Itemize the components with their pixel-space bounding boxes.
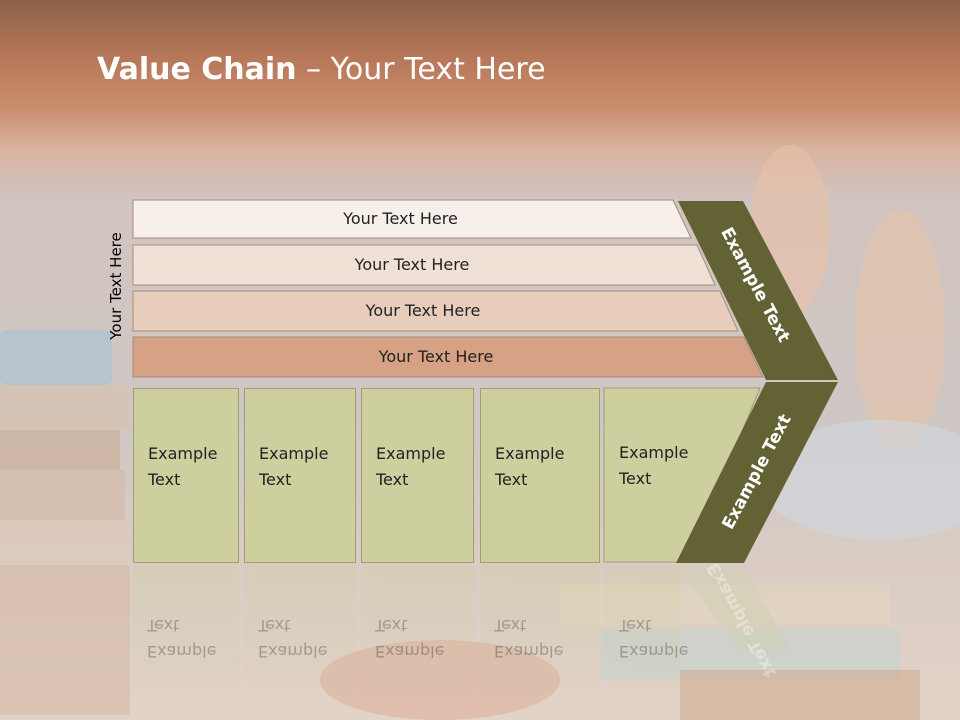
- chevron-bottom: [676, 382, 838, 563]
- box-3-line2: Text: [376, 470, 409, 489]
- box-1-line2: Text: [148, 470, 181, 489]
- bar-shape-1: [132, 199, 692, 239]
- box-5-line1: Example: [619, 443, 689, 462]
- box-3-line1: Example: [376, 444, 446, 463]
- box-1-line1: Example: [148, 444, 218, 463]
- box-2-reflection: Example Text: [244, 566, 356, 716]
- bar-4-label: Your Text Here: [378, 347, 494, 366]
- box-4-reflection-line1: Example: [494, 642, 564, 661]
- bar-3-label: Your Text Here: [365, 301, 481, 320]
- box-4-reflection: Example Text: [480, 566, 600, 716]
- box-1-reflection-line2: Text: [147, 616, 180, 635]
- bar-1: Your Text Here: [133, 200, 688, 237]
- bar-shape-2: [132, 244, 716, 286]
- box-5-reflection-line1: Example: [619, 642, 689, 661]
- box-1-reflection: Example Text: [133, 566, 239, 716]
- box-2-reflection-line1: Example: [258, 642, 328, 661]
- title-bold: Value Chain: [97, 52, 297, 87]
- box-3-reflection: Example Text: [361, 566, 474, 716]
- bar-2: Your Text Here: [133, 246, 711, 283]
- box-2-line2: Text: [259, 470, 292, 489]
- box-2-line1: Example: [259, 444, 329, 463]
- box-3-reflection-line2: Text: [375, 616, 408, 635]
- bar-shape-3: [132, 290, 739, 332]
- title-rest: – Your Text Here: [296, 52, 546, 87]
- box-2-reflection-line2: Text: [258, 616, 291, 635]
- chevron-reflection: [676, 566, 790, 650]
- slide-title: Value Chain – Your Text Here: [97, 52, 546, 87]
- chevron-top: [678, 201, 838, 380]
- bar-1-label: Your Text Here: [343, 209, 458, 228]
- bar-shape-4: [132, 336, 764, 378]
- box-5-reflection: Example Text: [605, 566, 689, 716]
- box-5-line2: Text: [619, 469, 652, 488]
- bar-3: Your Text Here: [133, 292, 733, 329]
- box-1-reflection-line1: Example: [147, 642, 217, 661]
- box-4-line1: Example: [495, 444, 565, 463]
- bar-2-label: Your Text Here: [354, 255, 470, 274]
- bar-4: Your Text Here: [133, 338, 759, 375]
- box-4-reflection-line2: Text: [494, 616, 527, 635]
- box-3-reflection-line1: Example: [375, 642, 445, 661]
- box-5-reflection-line2: Text: [619, 616, 652, 635]
- box-4-line2: Text: [495, 470, 528, 489]
